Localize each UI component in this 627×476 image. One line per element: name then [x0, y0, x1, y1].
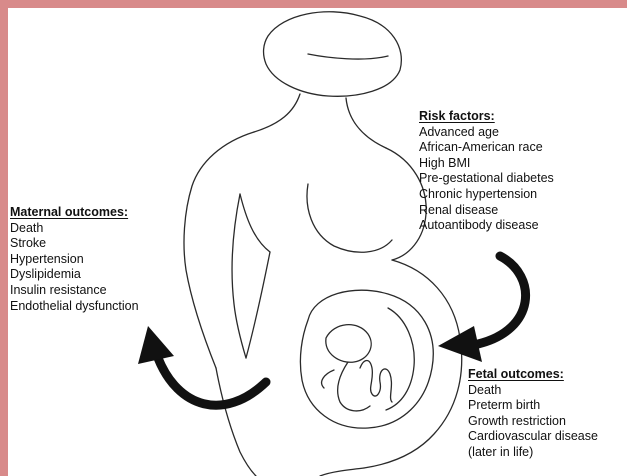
maternal-outcome-item: Hypertension	[10, 252, 139, 268]
fetal-outcomes-block: Fetal outcomes: Death Preterm birth Grow…	[468, 367, 598, 461]
risk-factors-block: Risk factors: Advanced age African-Ameri…	[419, 109, 554, 234]
buttock	[216, 368, 256, 476]
fetal-outcome-item: Preterm birth	[468, 398, 598, 414]
maternal-outcome-item: Dyslipidemia	[10, 267, 139, 283]
risk-factor-item: African-American race	[419, 140, 554, 156]
umbilical-cord	[360, 361, 392, 403]
arm	[232, 194, 246, 358]
arrow-risk-to-fetus	[478, 256, 526, 344]
diagram-panel: Risk factors: Advanced age African-Ameri…	[8, 8, 627, 476]
risk-factor-item: Autoantibody disease	[419, 218, 554, 234]
risk-factor-item: Advanced age	[419, 125, 554, 141]
maternal-outcomes-block: Maternal outcomes: Death Stroke Hyperten…	[10, 205, 139, 314]
fetal-outcome-item: Cardiovascular disease	[468, 429, 598, 445]
fetus-body	[338, 362, 370, 411]
neck-right	[346, 98, 386, 148]
risk-factor-item: Chronic hypertension	[419, 187, 554, 203]
arrowhead-risk-to-fetus	[438, 326, 482, 362]
maternal-outcome-item: Stroke	[10, 236, 139, 252]
thigh-front	[320, 468, 364, 476]
maternal-outcomes-title: Maternal outcomes:	[10, 205, 139, 221]
neck-left	[254, 94, 300, 132]
fetal-outcome-item: Growth restriction	[468, 414, 598, 430]
fetal-outcomes-title: Fetal outcomes:	[468, 367, 598, 383]
maternal-outcome-item: Insulin resistance	[10, 283, 139, 299]
risk-factors-title: Risk factors:	[419, 109, 554, 125]
fetal-outcome-item: (later in life)	[468, 445, 598, 461]
head-outline	[264, 12, 402, 97]
breast	[307, 184, 392, 252]
back-outline	[184, 132, 254, 368]
hair-line	[308, 54, 388, 59]
fetal-outcome-item: Death	[468, 383, 598, 399]
risk-factor-item: High BMI	[419, 156, 554, 172]
risk-factor-item: Pre-gestational diabetes	[419, 171, 554, 187]
fetus-head	[326, 325, 371, 363]
hip-line	[246, 252, 270, 358]
risk-factor-item: Renal disease	[419, 203, 554, 219]
arrow-to-maternal	[158, 358, 266, 405]
maternal-outcome-item: Death	[10, 221, 139, 237]
arrowhead-to-maternal	[138, 326, 174, 364]
maternal-outcome-item: Endothelial dysfunction	[10, 299, 139, 315]
armpit-line	[240, 194, 270, 252]
fetus-arm	[322, 370, 334, 388]
